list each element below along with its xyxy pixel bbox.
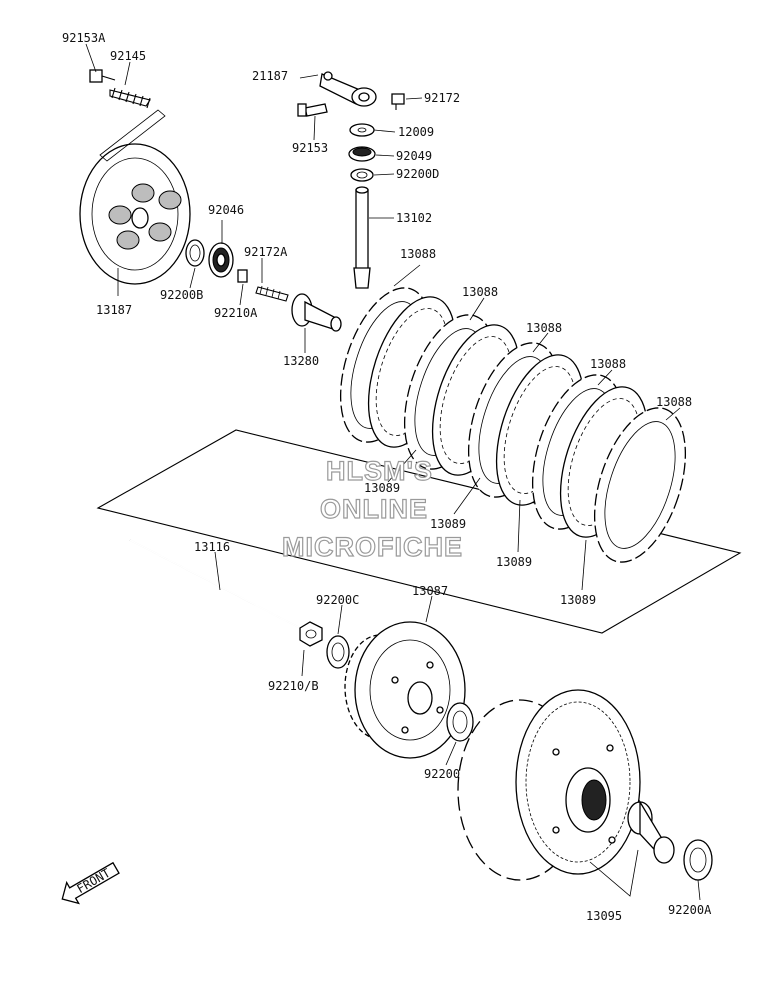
label-92153: 92153 [292, 141, 328, 155]
label-13088-1: 13088 [400, 247, 436, 261]
label-13087: 13087 [412, 584, 448, 598]
label-13187: 13187 [96, 303, 132, 317]
sleeve [627, 799, 675, 864]
washer-12009 [349, 123, 375, 137]
label-92200: 92200 [424, 767, 460, 781]
front-arrow-icon: FRONT [61, 861, 120, 905]
label-13088-4: 13088 [590, 357, 626, 371]
adjust-screw [255, 285, 289, 302]
release-shaft [353, 186, 371, 289]
label-13280: 13280 [283, 354, 319, 368]
label-92049: 92049 [396, 149, 432, 163]
watermark-line-2: ONLINE [320, 494, 428, 524]
clutch-hub [344, 621, 466, 759]
pressure-plate [79, 143, 191, 285]
clutch-plate-stack [339, 287, 687, 563]
label-12009: 12009 [398, 125, 434, 139]
label-13095: 13095 [586, 909, 622, 923]
label-92200B: 92200B [160, 288, 203, 302]
label-92210B: 92210/B [268, 679, 319, 693]
clutch-push-rod [129, 539, 301, 629]
label-13089-1: 13089 [364, 481, 400, 495]
washer-92200a [683, 839, 713, 881]
nut-92210a [237, 269, 248, 283]
watermark-line-1: HLSM'S [326, 456, 433, 486]
watermark-line-3: MICROFICHE [282, 532, 463, 562]
label-13088-3: 13088 [526, 321, 562, 335]
label-92145: 92145 [110, 49, 146, 63]
washer-92200c [326, 635, 350, 669]
label-92153A: 92153A [62, 31, 106, 45]
spring [109, 87, 151, 109]
label-13088-5: 13088 [656, 395, 692, 409]
front-label: FRONT [74, 866, 112, 896]
washer-92200 [446, 702, 474, 742]
washer-92200d [350, 168, 374, 182]
assembly-frame [96, 429, 742, 634]
label-13116: 13116 [194, 540, 230, 554]
washer-92200b [185, 239, 205, 267]
label-92210A: 92210A [214, 306, 258, 320]
label-13102: 13102 [396, 211, 432, 225]
label-13089-2: 13089 [430, 517, 466, 531]
spring-leader [99, 109, 166, 162]
label-92172A: 92172A [244, 245, 288, 259]
label-92200D: 92200D [396, 167, 439, 181]
label-13088-2: 13088 [462, 285, 498, 299]
oil-seal-92049 [348, 146, 376, 162]
label-13089-3: 13089 [496, 555, 532, 569]
release-lever [319, 71, 377, 107]
label-92200C: 92200C [316, 593, 359, 607]
label-92046: 92046 [208, 203, 244, 217]
label-92172: 92172 [424, 91, 460, 105]
spring-bolt [89, 69, 116, 83]
screw-92172 [391, 93, 405, 110]
label-21187: 21187 [252, 69, 288, 83]
lever-bolt [297, 103, 328, 117]
label-13089-4: 13089 [560, 593, 596, 607]
push-rod-holder [291, 293, 342, 332]
clutch-housing [457, 689, 641, 881]
nut-92210b [299, 621, 323, 647]
label-92200A: 92200A [668, 903, 712, 917]
leader-lines [85, 43, 701, 901]
